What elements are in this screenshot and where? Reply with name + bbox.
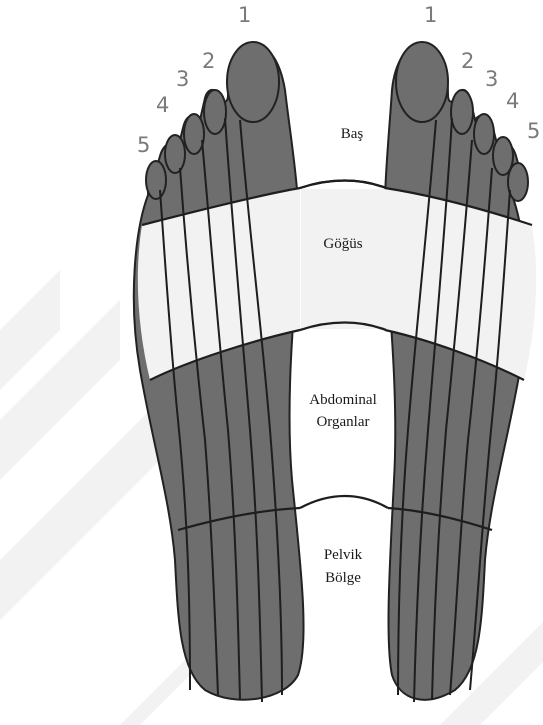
right-toe-3: [474, 114, 494, 154]
left-toe-number-4: 4: [156, 93, 169, 117]
right-toe-number-4: 4: [506, 89, 519, 113]
left-foot: [134, 42, 304, 702]
left-toe-number-5: 5: [137, 133, 150, 157]
zone-label-chest: Göğüs: [323, 236, 362, 252]
right-toe-5: [508, 163, 528, 201]
right-toe-number-3: 3: [485, 67, 498, 91]
left-toe-number-2: 2: [202, 49, 215, 73]
left-toe-5: [146, 161, 166, 199]
left-toe-2: [204, 90, 226, 134]
right-toe-2: [451, 90, 473, 134]
zone-label-pelvic-line2: Bölge: [325, 570, 361, 586]
zone-label-head: Baş: [341, 126, 364, 142]
right-toe-1: [396, 42, 448, 122]
right-toe-number-2: 2: [461, 49, 474, 73]
left-toe-3: [184, 114, 204, 154]
left-toe-4: [165, 135, 185, 173]
zone-label-pelvic-line1: Pelvik: [324, 547, 363, 563]
right-toe-number-5: 5: [527, 119, 540, 143]
center-chest-fill: [301, 189, 385, 329]
right-foot: [385, 42, 536, 702]
zone-label-abdominal-line2: Organlar: [316, 414, 369, 430]
left-toe-number-1: 1: [238, 3, 251, 27]
left-toe-1: [227, 42, 279, 122]
right-toe-number-1: 1: [424, 3, 437, 27]
left-toe-number-3: 3: [176, 67, 189, 91]
zone-boundaries: [300, 181, 388, 509]
abdomen-pelvis-boundary: [300, 496, 388, 508]
zone-label-abdominal-line1: Abdominal: [309, 392, 377, 408]
